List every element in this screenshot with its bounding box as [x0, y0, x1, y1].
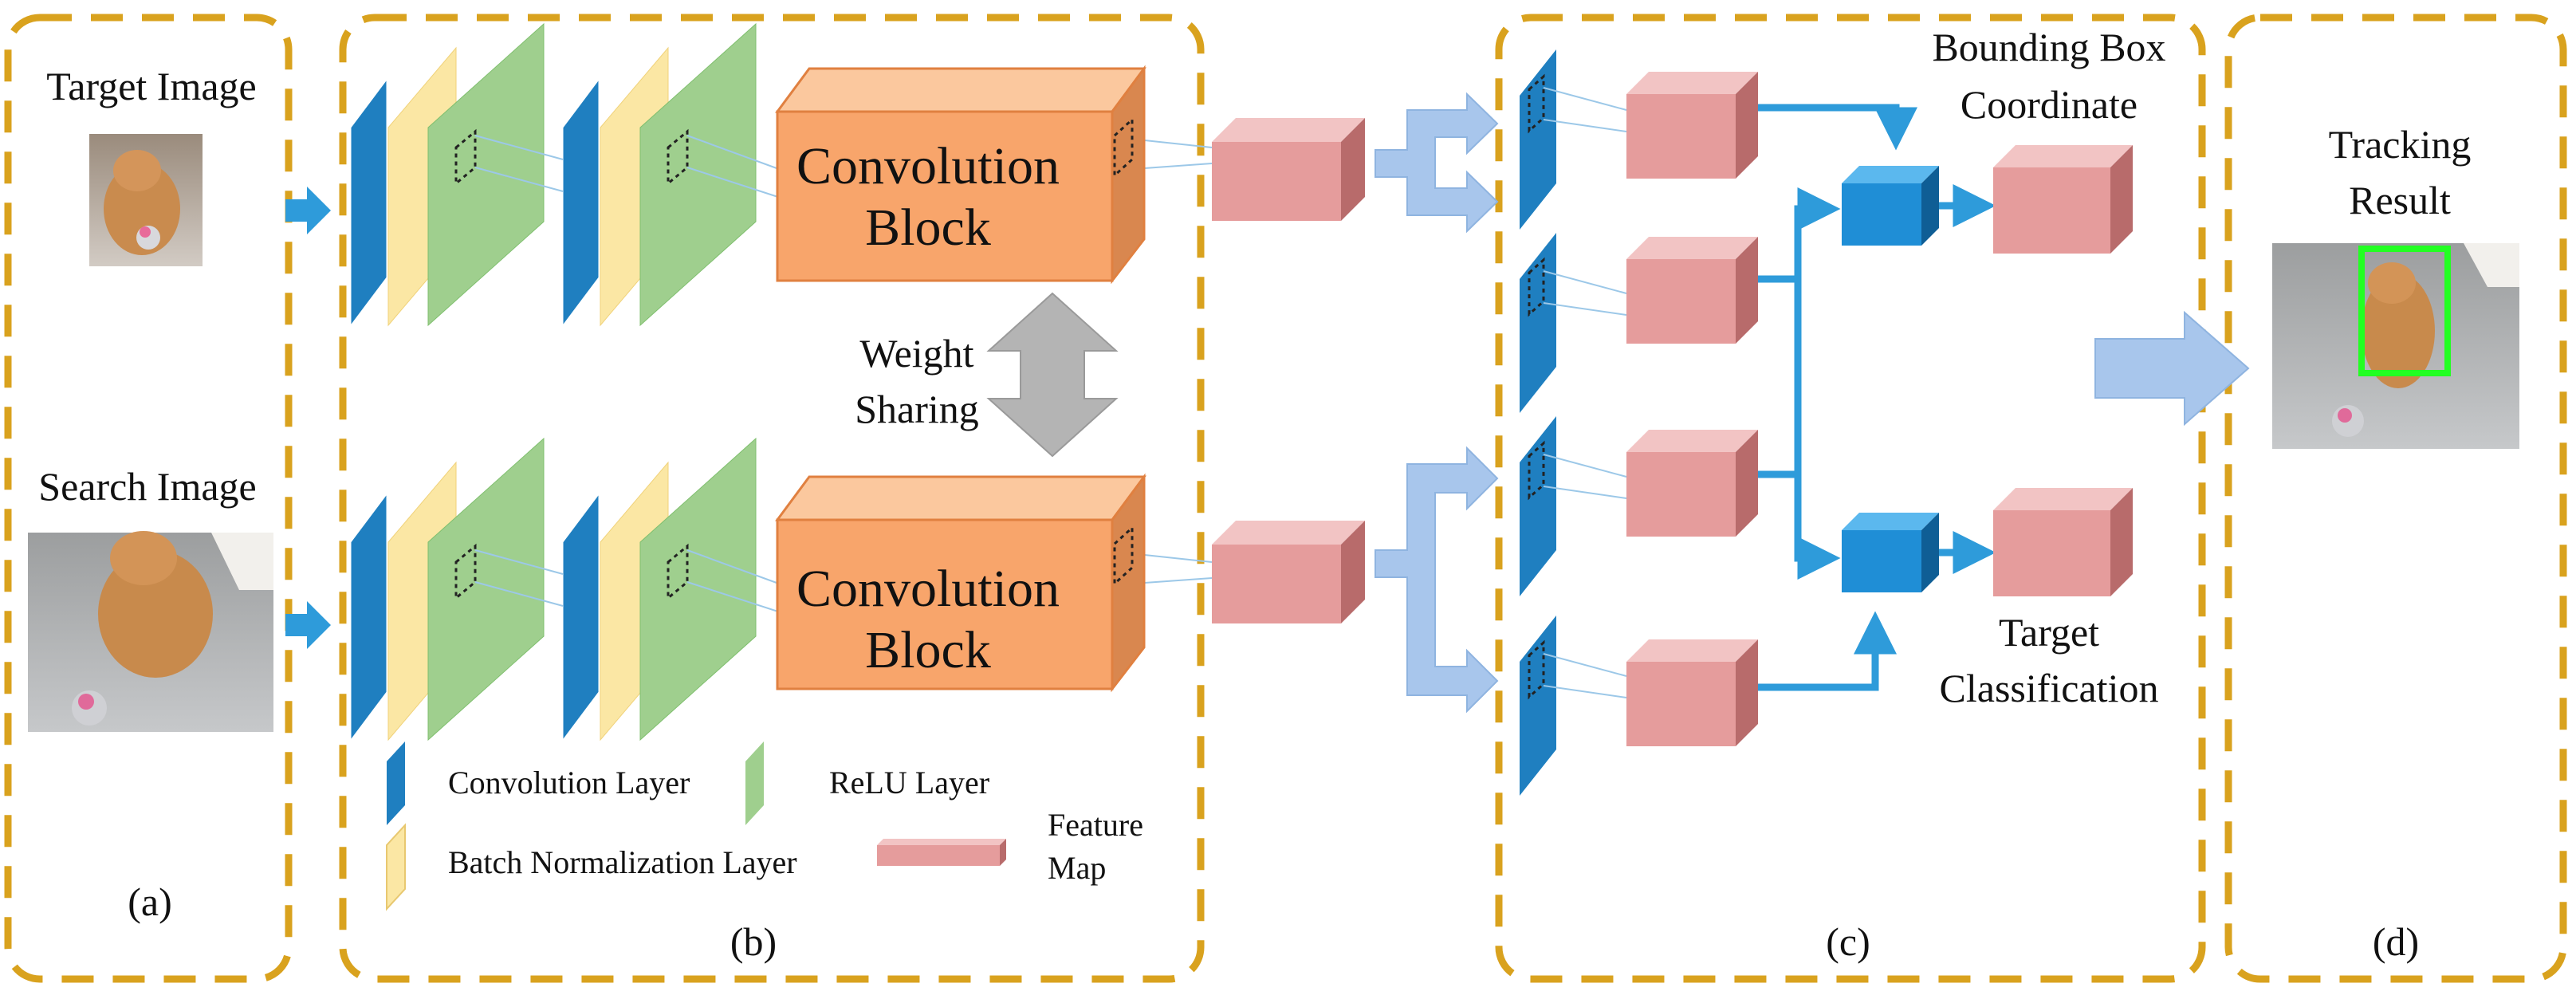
tracking-bounding-box: [2358, 246, 2451, 376]
conv-block-top-line1: Convolution: [796, 137, 1060, 195]
legend-conv-label: Convolution Layer: [448, 765, 690, 800]
search-input-arrow: [285, 601, 331, 649]
legend-bn-label: Batch Normalization Layer: [448, 844, 797, 880]
legend: Convolution Layer ReLU Layer Batch Norma…: [386, 741, 1143, 911]
legend-relu-label: ReLU Layer: [829, 765, 989, 800]
receptive-field: [667, 128, 689, 187]
panel-c-frame: [1495, 14, 2206, 983]
weight-sharing-arrow: [986, 292, 1119, 458]
tracking-result-line1: Tracking: [2329, 122, 2472, 167]
conv-block-bottom-line1: Convolution: [796, 560, 1060, 618]
panel-a-caption: (a): [128, 879, 172, 924]
relu-layer: [427, 22, 545, 327]
top-branch-layers: [350, 22, 757, 327]
weight-sharing-line2: Sharing: [855, 387, 979, 431]
cls-label-line1: Target: [1999, 610, 2099, 655]
bbox-combiner-cube: [1842, 166, 1939, 246]
head-conv-3: [1520, 416, 1556, 596]
receptive-field: [667, 543, 689, 601]
conv-layer: [350, 78, 387, 327]
bbox-label-line2: Coordinate: [1961, 82, 2137, 127]
weight-sharing-line1: Weight: [859, 331, 973, 376]
target-image: [89, 134, 203, 266]
conv-block-top: Convolution Block: [775, 65, 1146, 285]
weight-sharing: Weight Sharing: [855, 292, 1119, 458]
panel-c-branches: Bounding Box Coordinate Target Classific…: [1520, 25, 2166, 964]
receptive-field: [454, 543, 477, 601]
search-image: [28, 531, 273, 732]
bottom-branch-layers: [350, 437, 757, 741]
tracking-result-image: [2272, 243, 2519, 449]
legend-feature-line1: Feature: [1048, 807, 1143, 843]
panel-b-frame: [339, 14, 1205, 983]
relu-layer: [427, 437, 545, 741]
tracking-result-line2: Result: [2349, 178, 2451, 222]
cls-output-feature: [1993, 488, 2133, 596]
head-feature-1: [1626, 72, 1758, 179]
receptive-field: [454, 128, 477, 187]
result-arrow: [2094, 310, 2250, 427]
cls-label-line2: Classification: [1940, 666, 2159, 710]
panel-a-frame: [4, 14, 293, 983]
relu-layer: [639, 437, 757, 741]
relu-layer: [639, 22, 757, 327]
conv-block-bottom: Convolution Block: [775, 473, 1146, 693]
search-image-label: Search Image: [38, 464, 256, 509]
legend-relu-swatch: [745, 741, 764, 825]
legend-feature-swatch: [877, 839, 1006, 866]
head-feature-2: [1626, 237, 1758, 344]
head-feature-3: [1626, 430, 1758, 537]
head-connections: [1758, 104, 1996, 691]
conv-layer: [562, 78, 600, 327]
panel-d: Tracking Result (d): [2272, 122, 2519, 964]
target-image-label: Target Image: [46, 64, 257, 108]
input-arrows: [285, 187, 331, 649]
legend-feature-line2: Map: [1048, 850, 1106, 886]
conv-layer: [350, 493, 387, 741]
head-conv-2: [1520, 233, 1556, 413]
conv-block-top-line2: Block: [865, 199, 991, 257]
fork-arrow-top: [1375, 92, 1499, 234]
panel-a: Target Image Search Image (a): [28, 64, 273, 924]
panel-d-frame: [2224, 14, 2567, 983]
legend-bn-swatch: [386, 823, 406, 911]
projection-lines: [474, 135, 1213, 615]
fork-arrow-bottom: [1375, 446, 1499, 714]
head-feature-4: [1626, 639, 1758, 746]
bbox-output-feature: [1993, 145, 2133, 254]
conv-layer: [562, 493, 600, 741]
head-conv-4: [1520, 616, 1556, 796]
panel-b-caption: (b): [730, 919, 777, 964]
feature-map-top: [1212, 118, 1365, 221]
feature-map-bottom: [1212, 521, 1365, 623]
target-input-arrow: [285, 187, 331, 234]
conv-block-bottom-line2: Block: [865, 621, 991, 679]
panel-c-caption: (c): [1826, 919, 1870, 964]
cls-combiner-cube: [1842, 513, 1939, 592]
head-conv-1: [1520, 49, 1556, 230]
panel-frames: [4, 14, 2567, 983]
panel-d-caption: (d): [2373, 919, 2419, 964]
bbox-label-line1: Bounding Box: [1932, 25, 2165, 69]
legend-conv-swatch: [387, 741, 405, 825]
